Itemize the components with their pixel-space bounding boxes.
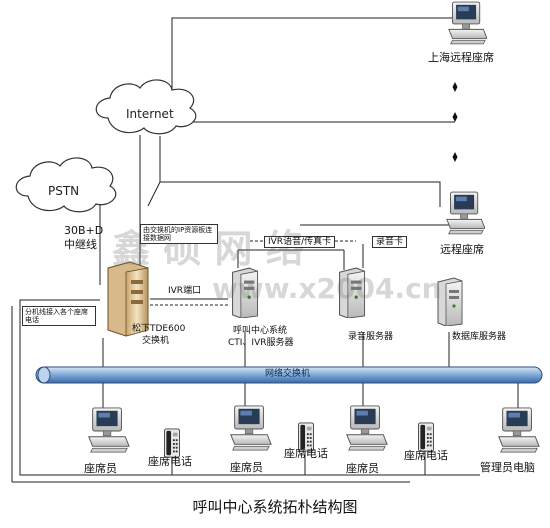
internet-cloud — [95, 79, 197, 135]
remote-seat-label: 远程座席 — [440, 243, 484, 256]
pbx-tower-icon — [107, 261, 149, 337]
agent-computer-icon — [230, 405, 272, 451]
cti-label-line1: 呼叫中心系统 — [233, 326, 288, 336]
shanghai-remote-label: 上海远程座席 — [428, 51, 494, 64]
agent-label: 座席员 — [346, 462, 379, 475]
agent-phone-label: 座席电话 — [148, 455, 192, 468]
trunk-label-line1: 30B+D — [64, 224, 104, 237]
agent-phone-icon — [418, 422, 434, 452]
agent-computer-icon — [346, 405, 388, 451]
admin-computer-label: 管理员电脑 — [480, 461, 535, 474]
pbx-label-line1: 松下TDE600 — [132, 324, 186, 334]
agent-label: 座席员 — [230, 461, 263, 474]
agent-phone-icon — [164, 428, 180, 458]
ivr-port-label: IVR端口 — [168, 286, 202, 296]
agent-phone-label: 座席电话 — [404, 449, 448, 462]
agent-phone-label: 座席电话 — [284, 447, 328, 460]
recording-server-label: 录音服务器 — [348, 332, 394, 342]
diagram-caption: 呼叫中心系统拓朴结构图 — [192, 498, 358, 516]
agent-label: 座席员 — [84, 462, 117, 475]
pstn-cloud — [15, 157, 117, 213]
database-server-label: 数据库服务器 — [452, 332, 507, 342]
trunk-label-line2: 中继线 — [64, 238, 97, 251]
shanghai-remote-computer-icon — [448, 1, 487, 45]
network-switch-bus — [35, 366, 543, 384]
internet-links — [99, 17, 455, 285]
agent-computer-icon — [88, 407, 130, 453]
cti-label-line2: CTI、IVR服务器 — [228, 338, 294, 348]
recording-card-label: 录音卡 — [372, 236, 408, 249]
admin-computer-icon — [498, 407, 540, 453]
pbx-label-line2: 交换机 — [142, 336, 170, 346]
ellipsis-dots — [452, 82, 458, 162]
extension-note: 分机线接入各个座席电话 — [22, 306, 96, 327]
network-switch-label: 网络交换机 — [265, 369, 311, 379]
pstn-label: PSTN — [48, 184, 80, 198]
ivr-card-label: IVR语音/传真卡 — [264, 236, 336, 249]
tde-ip-note: 由交换机的IP资源板连接数据网 — [140, 224, 218, 245]
watermark-url: www.x2004.cn — [212, 272, 442, 305]
endpoint-links — [102, 383, 519, 475]
internet-label: Internet — [126, 107, 174, 121]
remote-seat-computer-icon — [446, 191, 485, 235]
